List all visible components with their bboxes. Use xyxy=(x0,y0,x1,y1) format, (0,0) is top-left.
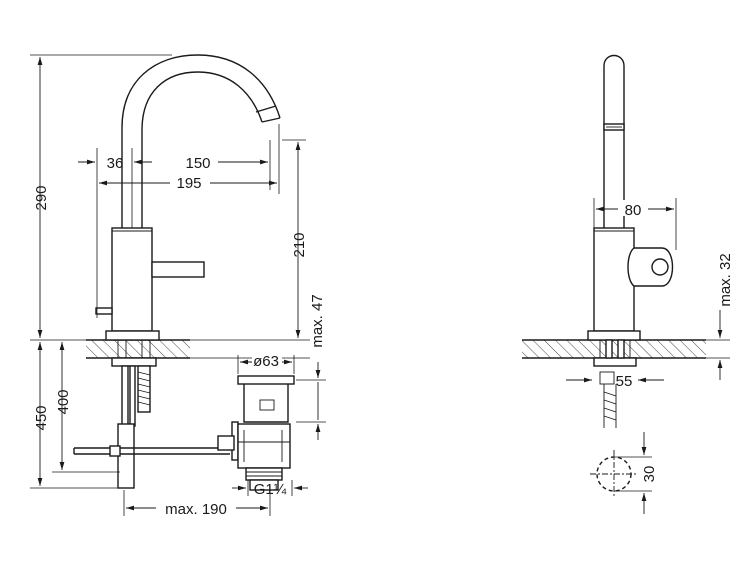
spout-side xyxy=(603,54,625,228)
dim-height-total: 290 xyxy=(33,185,50,210)
spout-inner xyxy=(141,71,263,230)
spout-tip xyxy=(261,117,281,123)
dim-max-32: max. 32 xyxy=(717,253,734,306)
dim-max-190: max. 190 xyxy=(165,501,227,518)
dim-square-55: 55 xyxy=(616,373,633,390)
lever-handle xyxy=(151,261,205,278)
side-view: 55 80 max. 32 30 xyxy=(522,54,734,514)
dim-max-47: max. 47 xyxy=(309,294,326,347)
dim-offset-36: 36 xyxy=(107,155,124,172)
dim-reach-195: 195 xyxy=(176,175,201,192)
dim-reach-150: 150 xyxy=(185,155,210,172)
dim-hole-30: 30 xyxy=(641,466,658,483)
dim-waste-dia: ø63 xyxy=(253,353,279,370)
countertop-right xyxy=(522,340,706,358)
dim-spout-height: 210 xyxy=(291,232,308,257)
tap-body-side xyxy=(593,227,635,332)
dim-depth-400: 400 xyxy=(55,389,72,414)
popup-rod xyxy=(95,307,113,315)
dim-thread: G1¼ xyxy=(254,481,287,498)
countertop-left xyxy=(86,340,190,358)
spout-outer xyxy=(121,54,281,230)
base-plate xyxy=(105,330,160,341)
dim-depth-450: 450 xyxy=(33,405,50,430)
lever-side xyxy=(627,247,674,287)
dim-body-80: 80 xyxy=(625,202,642,219)
waste-head xyxy=(237,375,295,385)
tap-body xyxy=(111,227,153,332)
front-view: 290 36 150 195 210 max. 47 450 400 xyxy=(30,54,326,518)
